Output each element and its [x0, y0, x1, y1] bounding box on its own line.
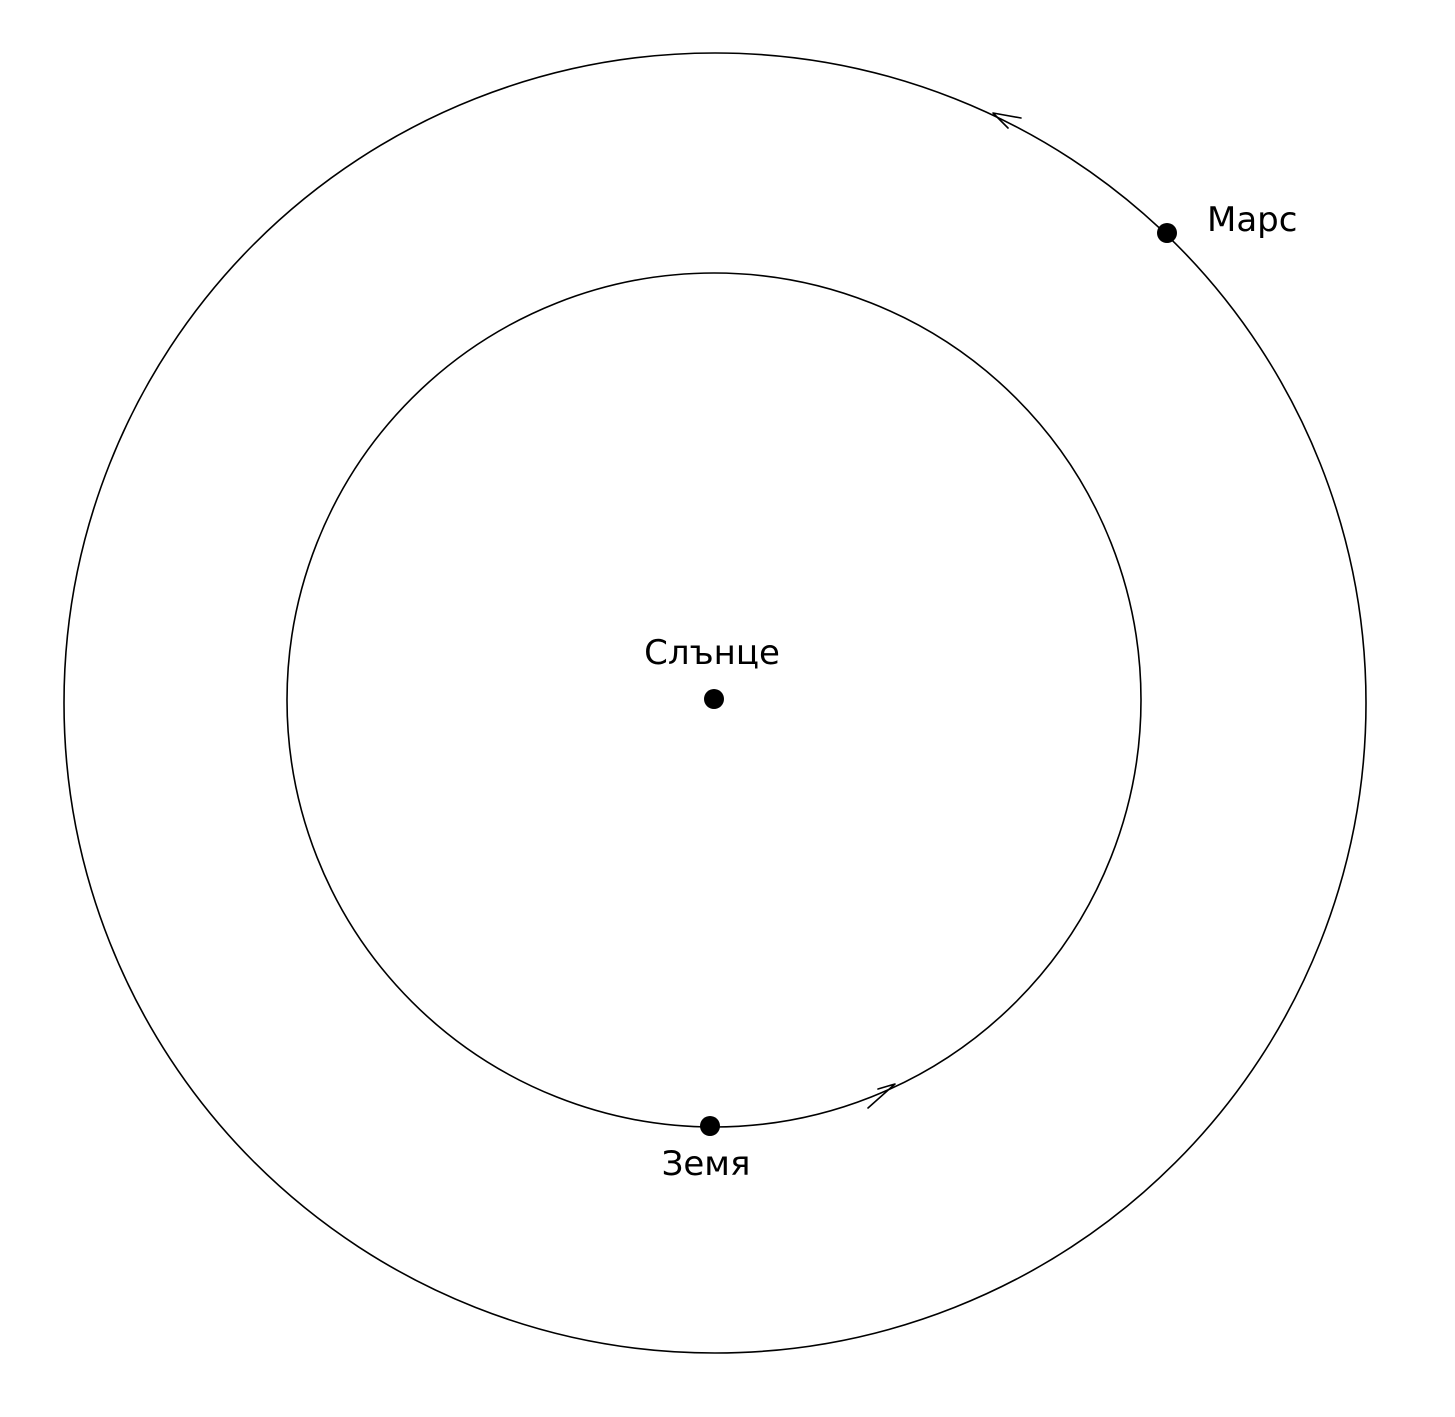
mars-orbit-direction-arrow: [992, 112, 1022, 129]
mars-dot: [1157, 223, 1177, 243]
earth-label: Земя: [662, 1144, 751, 1184]
mars-label: Марс: [1207, 200, 1297, 240]
sun-dot: [704, 689, 724, 709]
mars-orbit: [63, 52, 1367, 1354]
earth-dot: [700, 1116, 720, 1136]
earth-orbit-direction-arrow: [867, 1083, 896, 1109]
sun-label: Слънце: [644, 633, 780, 673]
